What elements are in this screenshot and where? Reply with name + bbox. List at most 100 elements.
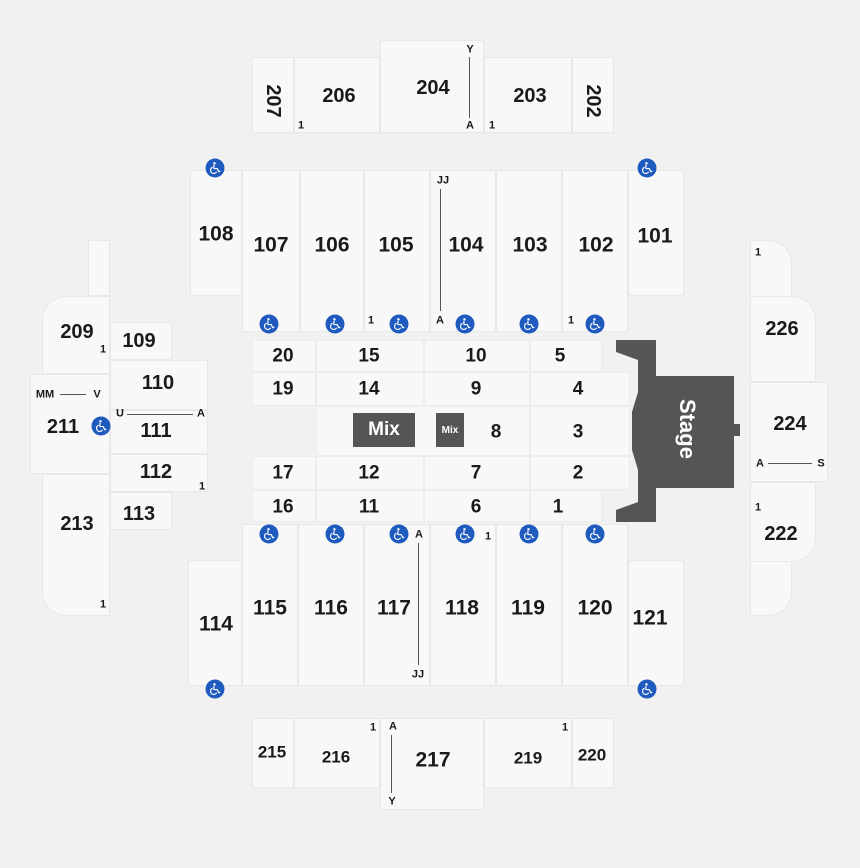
row-s-label: S xyxy=(817,457,825,470)
row-1-label: 1 xyxy=(99,598,107,611)
section-217[interactable] xyxy=(380,718,484,810)
row-1-label: 1 xyxy=(198,480,206,493)
aisle-line xyxy=(127,414,193,415)
section-116[interactable] xyxy=(298,524,364,686)
floor-section-17[interactable] xyxy=(252,456,316,490)
floor-section-6[interactable] xyxy=(424,490,530,522)
wheelchair-icon xyxy=(259,524,279,544)
section-103[interactable] xyxy=(496,170,562,332)
floor-label-6: 6 xyxy=(470,496,482,518)
section-203[interactable] xyxy=(484,57,572,133)
section-112-label: 112 xyxy=(139,461,173,483)
floor-section-3[interactable] xyxy=(530,406,630,456)
section-106[interactable] xyxy=(300,170,364,332)
wheelchair-icon xyxy=(455,314,475,334)
floor-label-5: 5 xyxy=(554,345,566,367)
section-213-label: 213 xyxy=(60,513,94,535)
section-109[interactable] xyxy=(110,322,172,360)
floor-label-16: 16 xyxy=(272,496,294,518)
floor-label-7: 7 xyxy=(470,462,482,484)
section-209[interactable] xyxy=(42,296,110,374)
row-1-label: 1 xyxy=(488,119,496,132)
row-v-label: V xyxy=(93,388,101,401)
section-111[interactable] xyxy=(110,410,208,454)
floor-section-9[interactable] xyxy=(424,372,530,406)
floor-label-4: 4 xyxy=(572,378,584,400)
section-102[interactable] xyxy=(562,170,628,332)
section-215[interactable] xyxy=(252,718,294,788)
section-206[interactable] xyxy=(294,57,380,133)
section-112[interactable] xyxy=(110,454,208,492)
section-207[interactable] xyxy=(252,57,294,133)
floor-section-19[interactable] xyxy=(252,372,316,406)
stage-label: Stage xyxy=(675,399,700,459)
section-116-label: 116 xyxy=(314,596,348,620)
section-104[interactable] xyxy=(430,170,496,332)
row-1-label: 1 xyxy=(754,246,762,259)
row-u-label: U xyxy=(116,407,124,420)
floor-section-4[interactable] xyxy=(530,372,630,406)
section-108[interactable] xyxy=(190,170,242,296)
stage xyxy=(616,340,740,522)
section-110[interactable] xyxy=(110,360,208,410)
section-202[interactable] xyxy=(572,57,614,133)
section-209-label: 209 xyxy=(60,321,94,343)
floor-label-14: 14 xyxy=(358,378,380,400)
section-113[interactable] xyxy=(110,492,172,530)
wheelchair-icon xyxy=(259,314,279,334)
floor-section-2[interactable] xyxy=(530,456,630,490)
floor-section-15[interactable] xyxy=(316,340,424,372)
row-jj-label: JJ xyxy=(436,174,450,187)
wheelchair-icon xyxy=(205,679,225,699)
section-108-label: 108 xyxy=(198,222,234,246)
section-upper-left-aisle xyxy=(88,240,110,296)
floor-section-20[interactable] xyxy=(252,340,316,372)
section-119-label: 119 xyxy=(511,596,545,620)
floor-section-5[interactable] xyxy=(530,340,602,372)
section-219[interactable] xyxy=(484,718,572,788)
wheelchair-icon xyxy=(519,524,539,544)
floor-section-10[interactable] xyxy=(424,340,530,372)
section-115-label: 115 xyxy=(253,596,287,620)
floor-section-1[interactable] xyxy=(530,490,602,522)
floor-label-15: 15 xyxy=(358,345,380,367)
section-113-label: 113 xyxy=(122,503,156,525)
floor-label-12: 12 xyxy=(358,462,380,484)
section-203-label: 203 xyxy=(513,85,547,107)
mix-label: Mix xyxy=(368,419,400,440)
section-120[interactable] xyxy=(562,524,628,686)
section-117[interactable] xyxy=(364,524,430,686)
row-1-label: 1 xyxy=(567,314,575,327)
section-101[interactable] xyxy=(628,170,684,296)
section-220[interactable] xyxy=(572,718,614,788)
section-216[interactable] xyxy=(294,718,380,788)
section-114[interactable] xyxy=(188,560,242,686)
section-115[interactable] xyxy=(242,524,298,686)
section-121[interactable] xyxy=(628,560,684,686)
section-213[interactable] xyxy=(42,474,110,616)
floor-section-8[interactable] xyxy=(316,406,530,456)
section-224[interactable] xyxy=(750,382,828,482)
wheelchair-icon xyxy=(585,524,605,544)
section-119[interactable] xyxy=(496,524,562,686)
row-a-label: A xyxy=(756,457,764,470)
floor-label-8: 8 xyxy=(490,421,502,443)
mix-label: Mix xyxy=(441,424,459,436)
wheelchair-icon xyxy=(637,679,657,699)
floor-section-16[interactable] xyxy=(252,490,316,522)
section-105[interactable] xyxy=(364,170,430,332)
floor-section-14[interactable] xyxy=(316,372,424,406)
aisle-line xyxy=(60,394,86,395)
floor-section-7[interactable] xyxy=(424,456,530,490)
section-216-label: 216 xyxy=(321,747,351,767)
row-a-label: A xyxy=(466,119,474,132)
floor-section-11[interactable] xyxy=(316,490,424,522)
section-204[interactable] xyxy=(380,40,484,133)
mix-position: Mix xyxy=(353,413,415,447)
floor-section-12[interactable] xyxy=(316,456,424,490)
section-226-label: 226 xyxy=(765,318,799,340)
section-117-label: 117 xyxy=(377,596,411,620)
section-118[interactable] xyxy=(430,524,496,686)
row-1-label: 1 xyxy=(369,721,377,734)
section-211-label: 211 xyxy=(46,416,80,438)
